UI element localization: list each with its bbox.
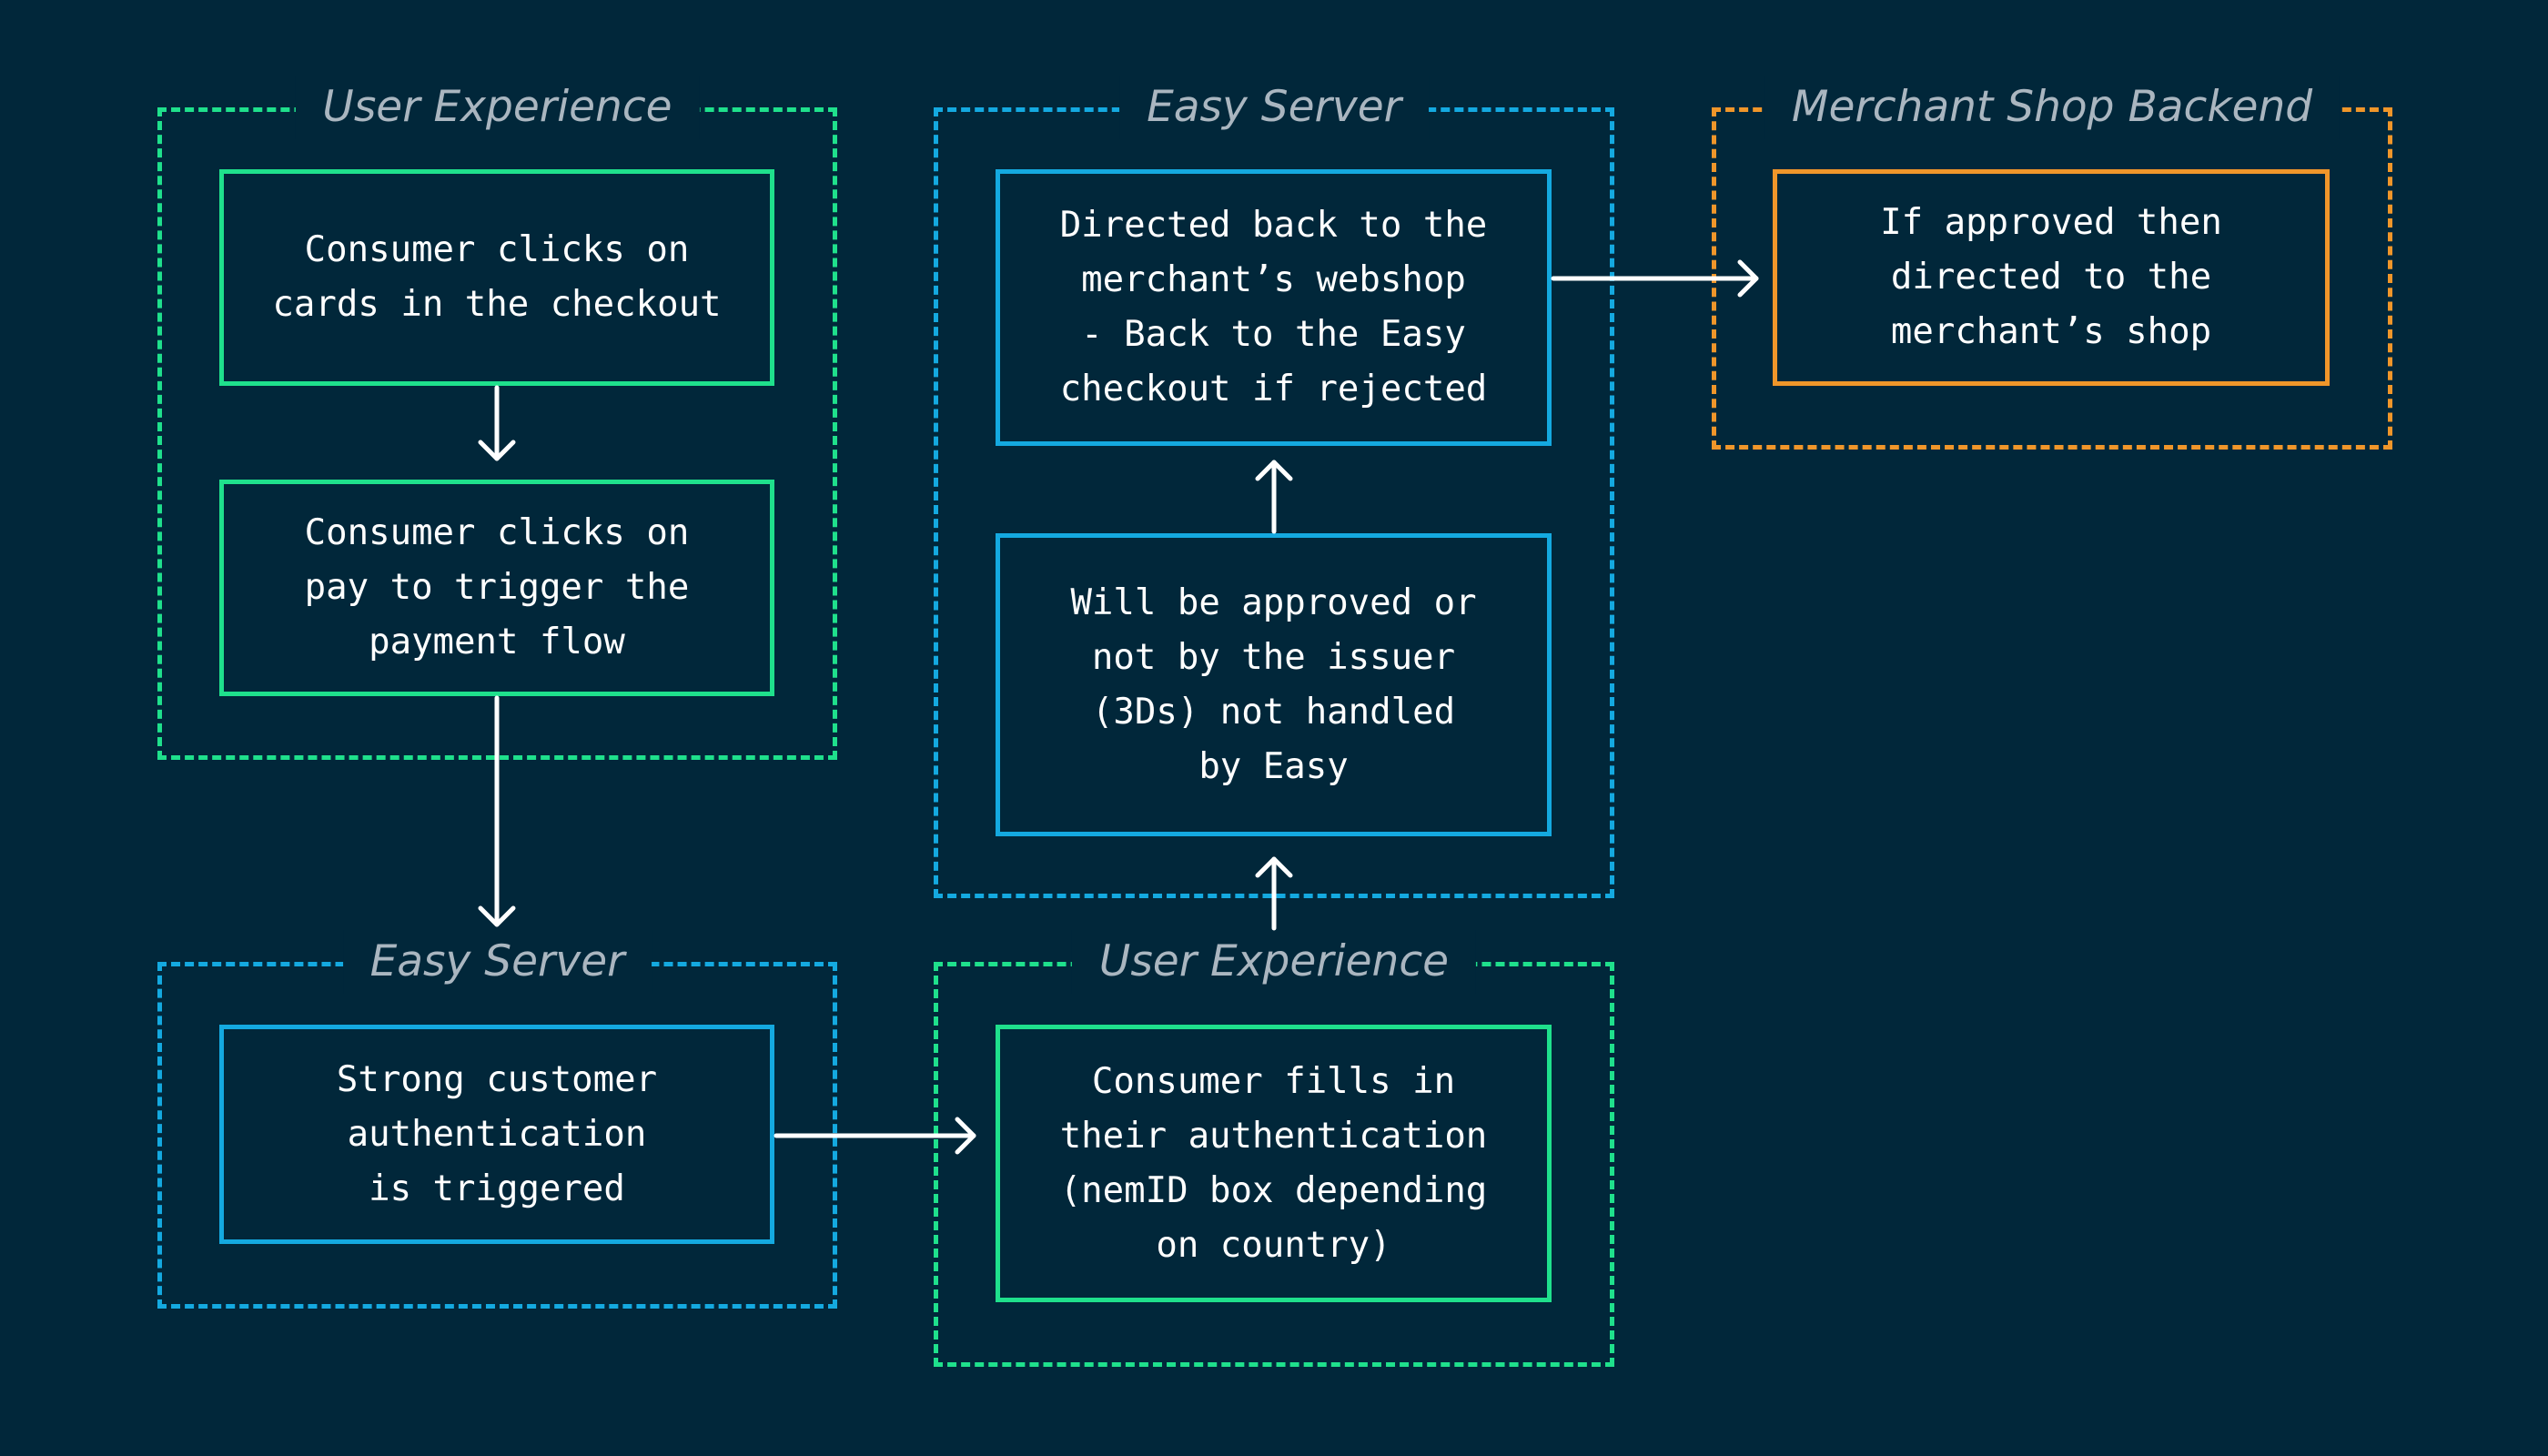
box-if-approved-merchant-shop: If approved then directed to the merchan… [1773, 169, 2330, 386]
group-user-experience-top: User Experience [157, 76, 837, 760]
box-consumer-clicks-cards: Consumer clicks on cards in the checkout [219, 169, 774, 386]
arrow-fills-to-issuer [1255, 856, 1293, 931]
group-easy-server-top: Easy Server [934, 76, 1614, 898]
group-title-merchant-shop-backend: Merchant Shop Backend [1764, 76, 2341, 139]
group-title-user-experience-bottom: User Experience [1071, 930, 1477, 994]
group-user-experience-bottom: User Experience [934, 930, 1614, 1367]
box-directed-back-to-merchant: Directed back to the merchant’s webshop … [996, 169, 1552, 446]
arrow-pay-to-sca [478, 695, 516, 927]
arrow-sca-to-fills [774, 1117, 976, 1155]
group-easy-server-bottom: Easy Server [157, 930, 837, 1309]
group-title-easy-server-bottom: Easy Server [342, 930, 652, 994]
box-approved-by-issuer: Will be approved or not by the issuer (3… [996, 533, 1552, 836]
group-merchant-shop-backend: Merchant Shop Backend [1712, 76, 2392, 450]
arrow-cards-to-pay [478, 385, 516, 461]
box-strong-customer-authentication: Strong customer authentication is trigge… [219, 1025, 774, 1244]
group-title-user-experience-top: User Experience [295, 76, 700, 139]
box-consumer-fills-authentication: Consumer fills in their authentication (… [996, 1025, 1552, 1302]
arrow-directed-to-merchant [1551, 259, 1759, 298]
group-title-easy-server-top: Easy Server [1119, 76, 1429, 139]
box-consumer-clicks-pay: Consumer clicks on pay to trigger the pa… [219, 480, 774, 696]
arrow-issuer-to-directed [1255, 460, 1293, 534]
